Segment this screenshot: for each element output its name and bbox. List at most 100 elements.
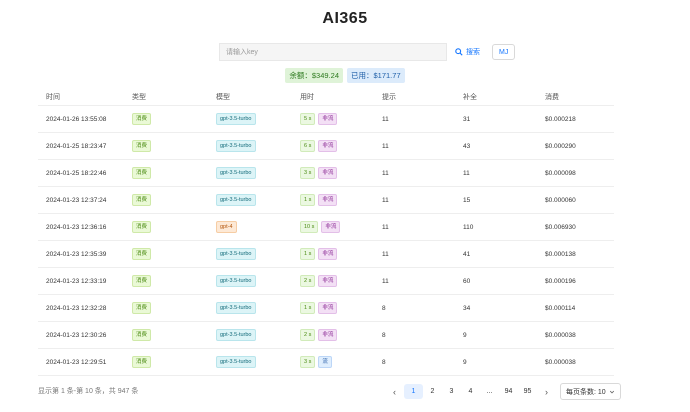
type-tag: 消费 [132,113,152,125]
used-badge: 已用：$171.77 [347,68,405,83]
type-tag: 消费 [132,140,152,152]
duration-tag: 1 s [300,194,316,206]
model-tag: gpt-3.5-turbo [216,275,256,287]
type-tag: 消费 [132,329,152,341]
page-button[interactable]: 3 [449,388,454,395]
type-cell: 消费 [124,321,208,349]
prompt-cell: 11 [374,186,455,214]
page-size-label: 每页条数: 10 [566,388,606,396]
model-cell: gpt-3.5-turbo [208,105,292,133]
completion-cell: 15 [455,186,537,214]
type-cell: 消费 [124,294,208,322]
column-header: 模型 [208,88,292,106]
model-tag: gpt-3.5-turbo [216,113,256,125]
page-button[interactable]: 4 [468,388,473,395]
search-icon [455,48,463,56]
next-page-button[interactable]: › [545,386,548,397]
time-cell: 2024-01-23 12:32:28 [38,294,124,322]
mj-button[interactable]: MJ [492,44,516,60]
cost-cell: $0.000060 [537,186,614,214]
type-cell: 消费 [124,186,208,214]
column-header: 提示 [374,88,455,106]
completion-cell: 9 [455,348,537,376]
search-input[interactable] [219,43,447,61]
column-header: 类型 [124,88,208,106]
prev-page-button[interactable]: ‹ [393,386,396,397]
time-cell: 2024-01-23 12:36:16 [38,213,124,241]
search-button-label: 搜索 [466,49,480,56]
prompt-cell: 11 [374,105,455,133]
cost-cell: $0.000290 [537,132,614,160]
model-cell: gpt-3.5-turbo [208,240,292,268]
time-cell: 2024-01-25 18:23:47 [38,132,124,160]
prompt-cell: 11 [374,240,455,268]
duration-tag: 3 s [300,356,316,368]
completion-cell: 9 [455,321,537,349]
pagination-summary: 显示第 1 条-第 10 条，共 947 条 [38,388,139,395]
prompt-cell: 11 [374,159,455,187]
page-button[interactable]: 2 [430,388,435,395]
model-tag: gpt-3.5-turbo [216,194,256,206]
model-cell: gpt-4 [208,213,292,241]
duration-tag: 6 s [300,140,316,152]
type-tag: 消费 [132,275,152,287]
prompt-cell: 8 [374,294,455,322]
cost-cell: $0.000038 [537,348,614,376]
page-button[interactable]: 94 [504,388,513,395]
model-tag: gpt-3.5-turbo [216,248,256,260]
app-title: AI365 [322,10,368,27]
search-button[interactable]: 搜索 [449,43,486,61]
cost-cell: $0.000098 [537,159,614,187]
completion-cell: 11 [455,159,537,187]
duration-tag: 2 s [300,275,316,287]
stream-tag: 非流 [318,194,338,206]
completion-cell: 41 [455,240,537,268]
prompt-cell: 11 [374,132,455,160]
stream-tag: 非流 [318,140,338,152]
completion-cell: 110 [455,213,537,241]
column-header: 时间 [38,88,124,106]
model-cell: gpt-3.5-turbo [208,294,292,322]
type-tag: 消费 [132,248,152,260]
table-header-row: 时间类型模型用时提示补全消费 [38,88,614,106]
type-cell: 消费 [124,132,208,160]
model-tag: gpt-4 [216,221,237,233]
duration-tag: 2 s [300,329,316,341]
prompt-cell: 8 [374,321,455,349]
prompt-cell: 8 [374,348,455,376]
type-cell: 消费 [124,159,208,187]
model-cell: gpt-3.5-turbo [208,186,292,214]
stats-bar: 余额：$349.24 已用：$171.77 [0,68,690,83]
type-tag: 消费 [132,356,152,368]
cost-cell: $0.000114 [537,294,614,322]
model-cell: gpt-3.5-turbo [208,348,292,376]
model-tag: gpt-3.5-turbo [216,329,256,341]
cost-cell: $0.000218 [537,105,614,133]
type-tag: 消费 [132,194,152,206]
stream-tag: 非流 [318,329,338,341]
time-cell: 2024-01-25 18:22:46 [38,159,124,187]
completion-cell: 31 [455,105,537,133]
page-size-select[interactable]: 每页条数: 10 [560,383,621,400]
model-cell: gpt-3.5-turbo [208,321,292,349]
page-button[interactable]: 95 [523,388,532,395]
page-button[interactable]: 1 [404,384,423,399]
chevron-down-icon [609,390,614,393]
cost-cell: $0.000196 [537,267,614,295]
